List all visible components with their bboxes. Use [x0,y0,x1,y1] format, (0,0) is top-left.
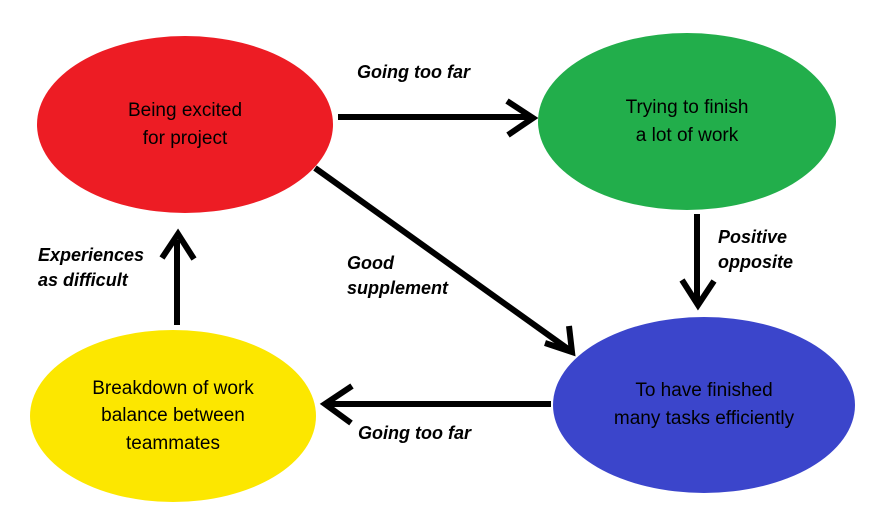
arrowhead-icon [319,383,354,426]
edge-label-excited-to-trying: Going too far [357,62,470,82]
node-being-excited-for-project[interactable]: Being excited for project [37,36,333,213]
edge-line [313,165,570,352]
edge-trying-to-finished[interactable] [679,214,717,311]
node-label: Trying to finish a lot of work [625,96,749,146]
arrowhead-icon [505,98,539,138]
edge-label-excited-to-finished: Good supplement [347,253,449,299]
edge-breakdown-to-excited[interactable] [159,228,197,325]
node-label: Being excited for project [127,99,243,149]
node-breakdown-of-work-balance-between-teammates[interactable]: Breakdown of work balance between teamma… [30,330,316,502]
arrowhead-icon [159,228,197,261]
edge-label-trying-to-finished: Positive opposite [718,227,793,273]
edge-excited-to-trying[interactable] [338,98,539,138]
edge-label-finished-to-breakdown: Going too far [358,423,471,443]
edge-label-breakdown-to-excited: Experiences as difficult [38,245,145,291]
node-to-have-finished-many-tasks-efficiently[interactable]: To have finished many tasks efficiently [553,317,855,493]
node-label: To have finished many tasks efficiently [613,380,795,429]
arrowhead-icon [544,325,576,357]
node-label: Breakdown of work balance between teamma… [92,377,254,454]
node-trying-to-finish-a-lot-of-work[interactable]: Trying to finish a lot of work [538,33,836,210]
edge-finished-to-breakdown[interactable] [319,383,551,426]
arrowhead-icon [679,278,717,311]
edge-excited-to-finished[interactable] [313,165,576,357]
